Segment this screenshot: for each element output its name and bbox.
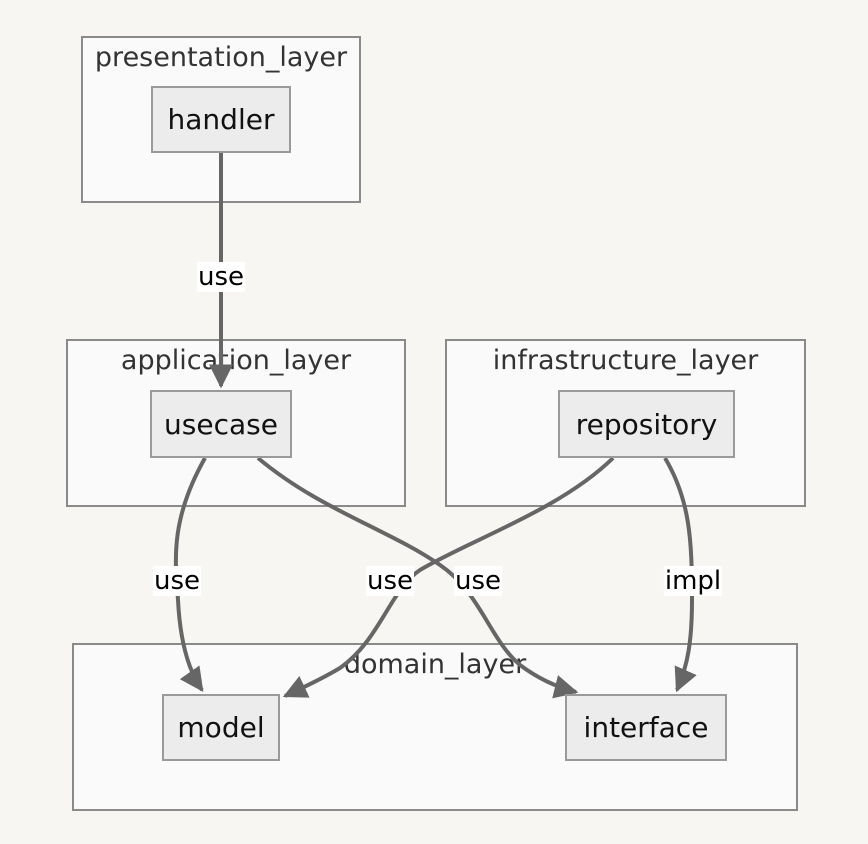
- infrastructure-layer-title: infrastructure_layer: [492, 345, 759, 376]
- node-handler[interactable]: handler: [151, 86, 291, 153]
- domain-layer-title: domain_layer: [343, 649, 527, 680]
- edge-label-repository-interface: impl: [663, 566, 723, 596]
- edge-label-repository-model: use: [365, 566, 415, 596]
- edge-label-usecase-interface: use: [453, 566, 503, 596]
- edge-usecase-to-interface: [256, 456, 579, 699]
- node-usecase[interactable]: usecase: [150, 390, 292, 458]
- application-layer-title: application_layer: [120, 345, 352, 376]
- presentation-layer-title: presentation_layer: [94, 42, 348, 73]
- node-interface[interactable]: interface: [565, 694, 727, 761]
- edge-label-handler-usecase: use: [196, 262, 246, 292]
- node-repository[interactable]: repository: [558, 390, 735, 458]
- edge-label-usecase-model: use: [152, 566, 202, 596]
- node-model[interactable]: model: [162, 694, 280, 761]
- edge-repository-to-model: [282, 456, 615, 698]
